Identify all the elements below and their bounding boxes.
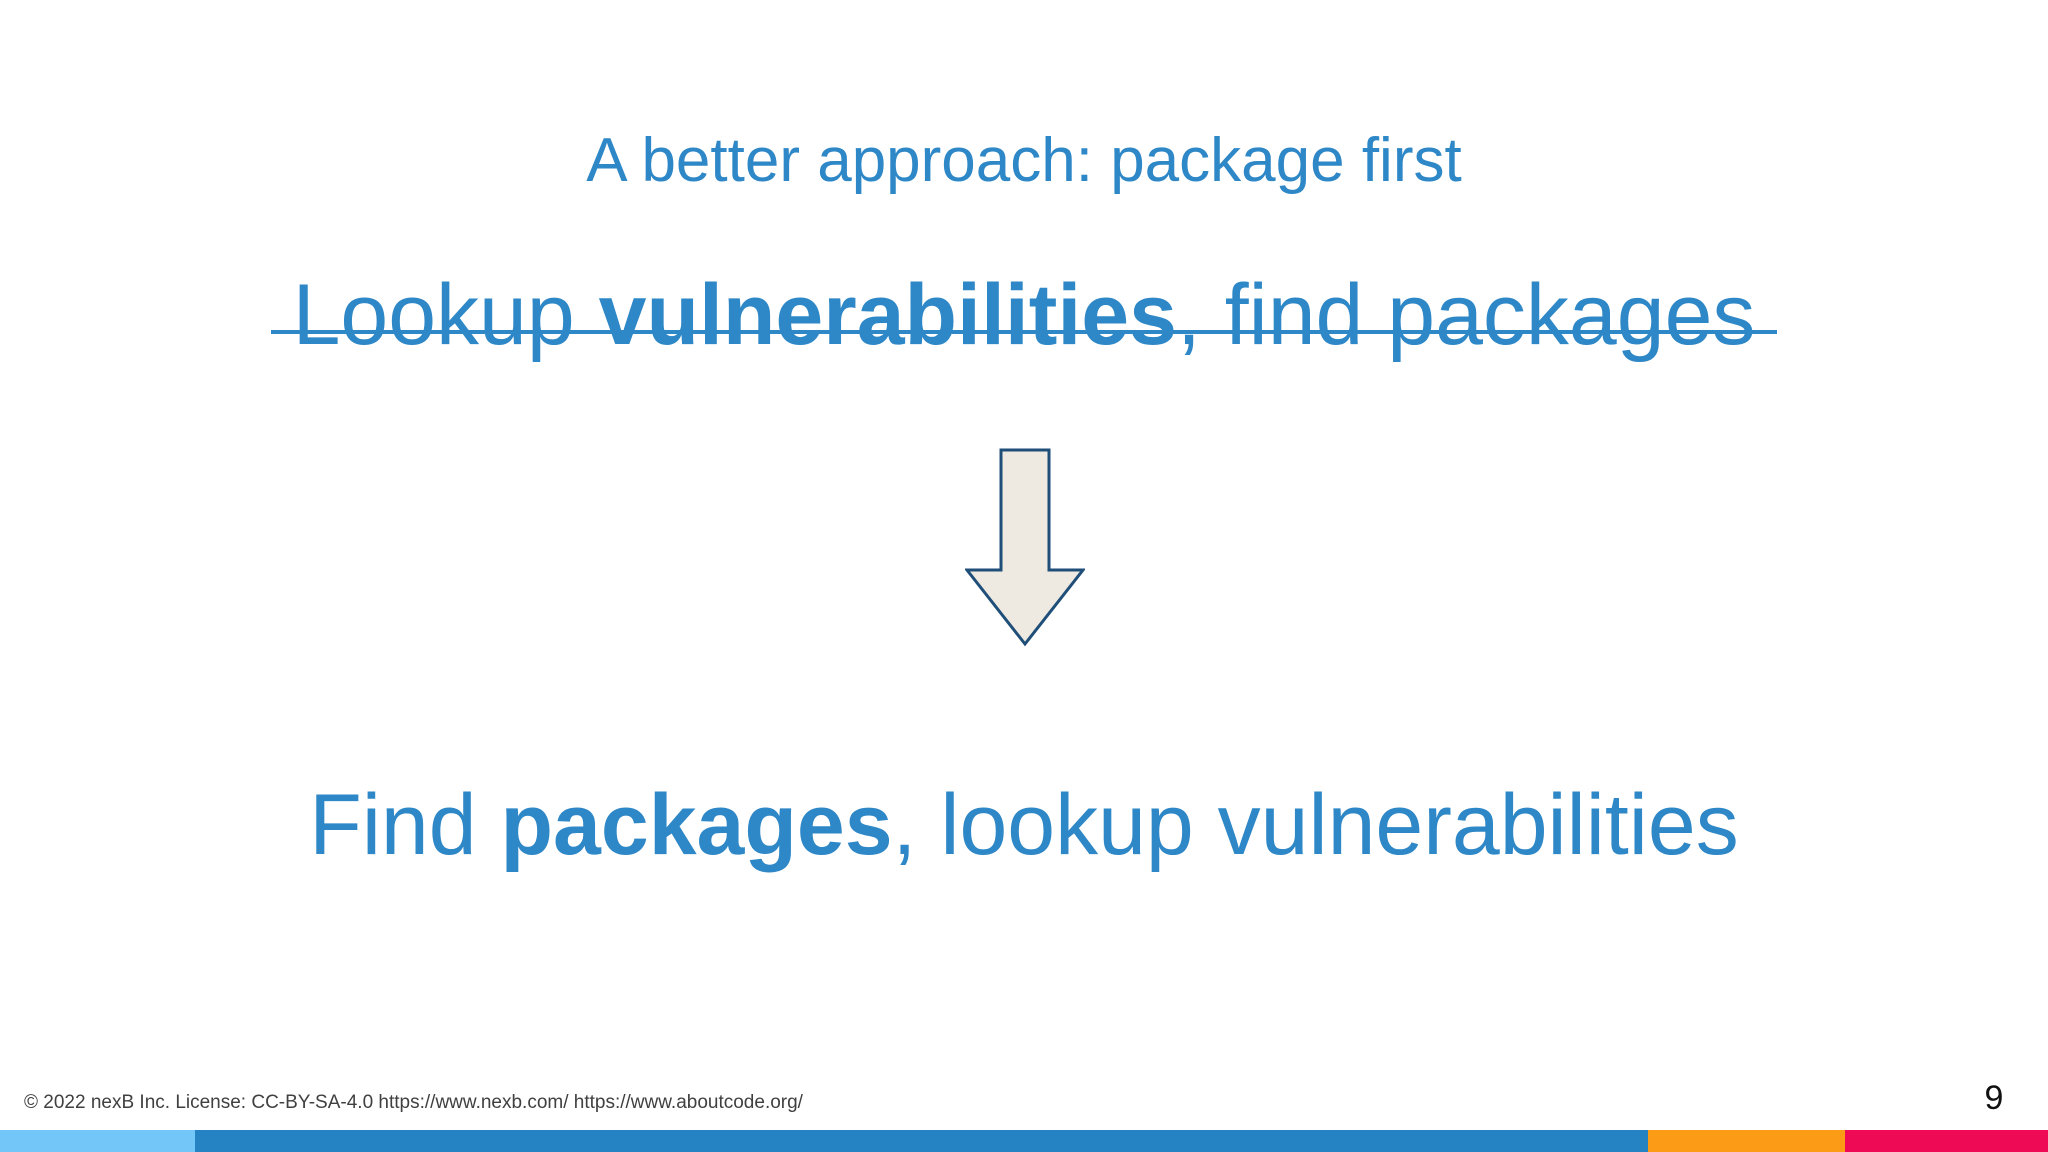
footer-credit: © 2022 nexB Inc. License: CC-BY-SA-4.0 h… <box>24 1092 803 1113</box>
color-bar-segment-light-blue <box>0 1130 195 1152</box>
new-approach-suffix: , lookup vulnerabilities <box>892 777 1739 873</box>
color-bar-segment-crimson <box>1845 1130 2048 1152</box>
new-approach-emphasis: packages <box>500 777 893 873</box>
footer-color-bar <box>0 1130 2048 1152</box>
down-arrow-shape <box>965 448 1085 647</box>
color-bar-segment-blue <box>195 1130 1648 1152</box>
page-title: A better approach: package first <box>586 126 1462 195</box>
old-approach-suffix: , find packages <box>1176 267 1756 363</box>
new-approach-prefix: Find <box>309 777 501 873</box>
old-approach-prefix: Lookup <box>292 267 599 363</box>
old-approach-emphasis: vulnerabilities <box>598 267 1177 363</box>
old-approach-text: Lookup vulnerabilities, find packages <box>270 272 1778 358</box>
strikethrough-rule <box>270 330 1778 334</box>
color-bar-segment-orange <box>1648 1130 1845 1152</box>
old-approach-statement: Lookup vulnerabilities, find packages <box>0 272 2048 358</box>
new-approach-statement: Find packages, lookup vulnerabilities <box>0 782 2048 868</box>
down-arrow-icon <box>965 448 1085 648</box>
page-number: 9 <box>1984 1079 2004 1117</box>
